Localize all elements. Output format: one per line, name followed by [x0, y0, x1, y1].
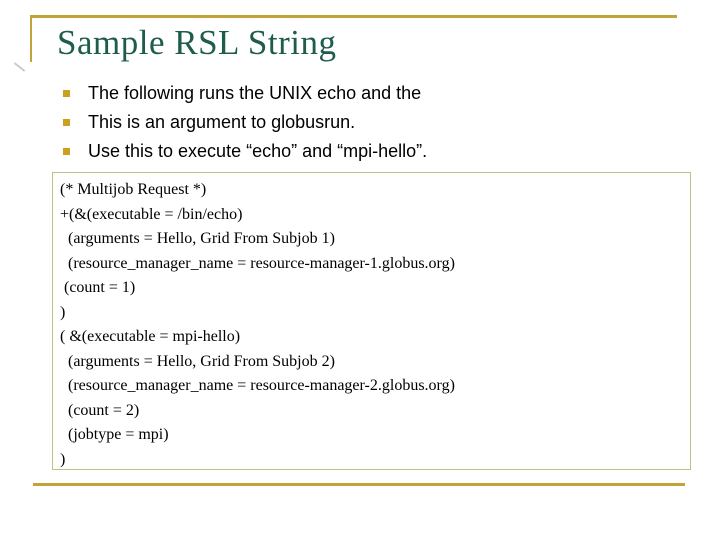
bullet-item: The following runs the UNIX echo and the [63, 83, 427, 112]
code-line: (arguments = Hello, Grid From Subjob 1) [60, 230, 335, 247]
code-line: ) [60, 303, 66, 321]
code-line: (resource_manager_name = resource-manage… [60, 254, 455, 272]
code-line: (jobtype = mpi) [60, 426, 169, 443]
top-accent-line [30, 15, 677, 18]
rsl-code-box: (* Multijob Request *) +(&(executable = … [52, 172, 691, 470]
bottom-accent-line [33, 483, 685, 486]
code-line: (count = 1) [60, 279, 136, 296]
square-bullet-icon [63, 148, 70, 155]
bullet-item: This is an argument to globusrun. [63, 112, 427, 141]
bullet-text: This is an argument to globusrun. [88, 112, 356, 132]
code-line: +(&(executable = /bin/echo) [60, 205, 243, 223]
square-bullet-icon [63, 90, 70, 97]
code-line: (resource_manager_name = resource-manage… [60, 377, 455, 394]
code-line: ) [60, 450, 66, 468]
bullet-text: The following runs the UNIX echo and the [88, 83, 422, 103]
title-accent-vertical-line [30, 15, 32, 62]
code-line: ( &(executable = mpi-hello) [60, 328, 241, 345]
bullet-list: The following runs the UNIX echo and the… [63, 83, 427, 170]
code-line: (count = 2) [60, 401, 140, 419]
square-bullet-icon [63, 119, 70, 126]
code-line: (* Multijob Request *) [60, 181, 207, 198]
bullet-text: Use this to execute “echo” and “mpi-hell… [88, 141, 428, 161]
code-line: (arguments = Hello, Grid From Subjob 2) [60, 352, 335, 370]
slide-title: Sample RSL String [57, 23, 337, 62]
decorative-mark [13, 62, 26, 72]
bullet-item: Use this to execute “echo” and “mpi-hell… [63, 141, 427, 170]
